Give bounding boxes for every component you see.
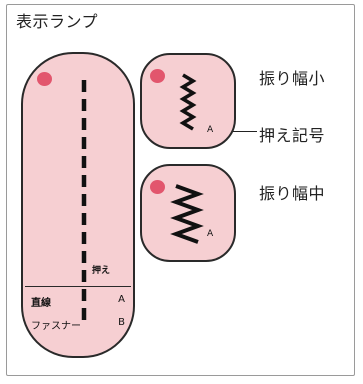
fastener-mark: B: [118, 317, 125, 328]
zigzag-medium-panel: A: [140, 164, 236, 262]
medium-panel-mark: A: [207, 229, 214, 239]
straight-mode-label: 直線: [31, 298, 51, 309]
presser-mark-label: 押え記号: [259, 126, 326, 145]
zigzag-medium-icon: [170, 184, 204, 244]
indicator-lamp: [37, 72, 52, 86]
indicator-lamp: [150, 69, 165, 83]
small-panel-mark: A: [207, 125, 214, 135]
presser-mark-leader-line: [222, 131, 257, 132]
zigzag-small-icon: [179, 73, 197, 131]
width-medium-label: 振り幅中: [259, 184, 326, 203]
indicator-lamp: [150, 180, 165, 194]
indicator-lamp-label: 表示ランプ: [16, 12, 99, 31]
straight-stitch-panel: 押え 直線 A ファスナー B: [21, 52, 135, 358]
straight-stitch-icon: [81, 80, 87, 320]
straight-mark: A: [118, 294, 125, 305]
fastener-mode-label: ファスナー: [31, 321, 81, 332]
push-label: 押え: [92, 266, 111, 276]
zigzag-small-panel: A: [140, 53, 236, 149]
width-small-label: 振り幅小: [259, 69, 326, 88]
panel-divider: [25, 286, 131, 287]
